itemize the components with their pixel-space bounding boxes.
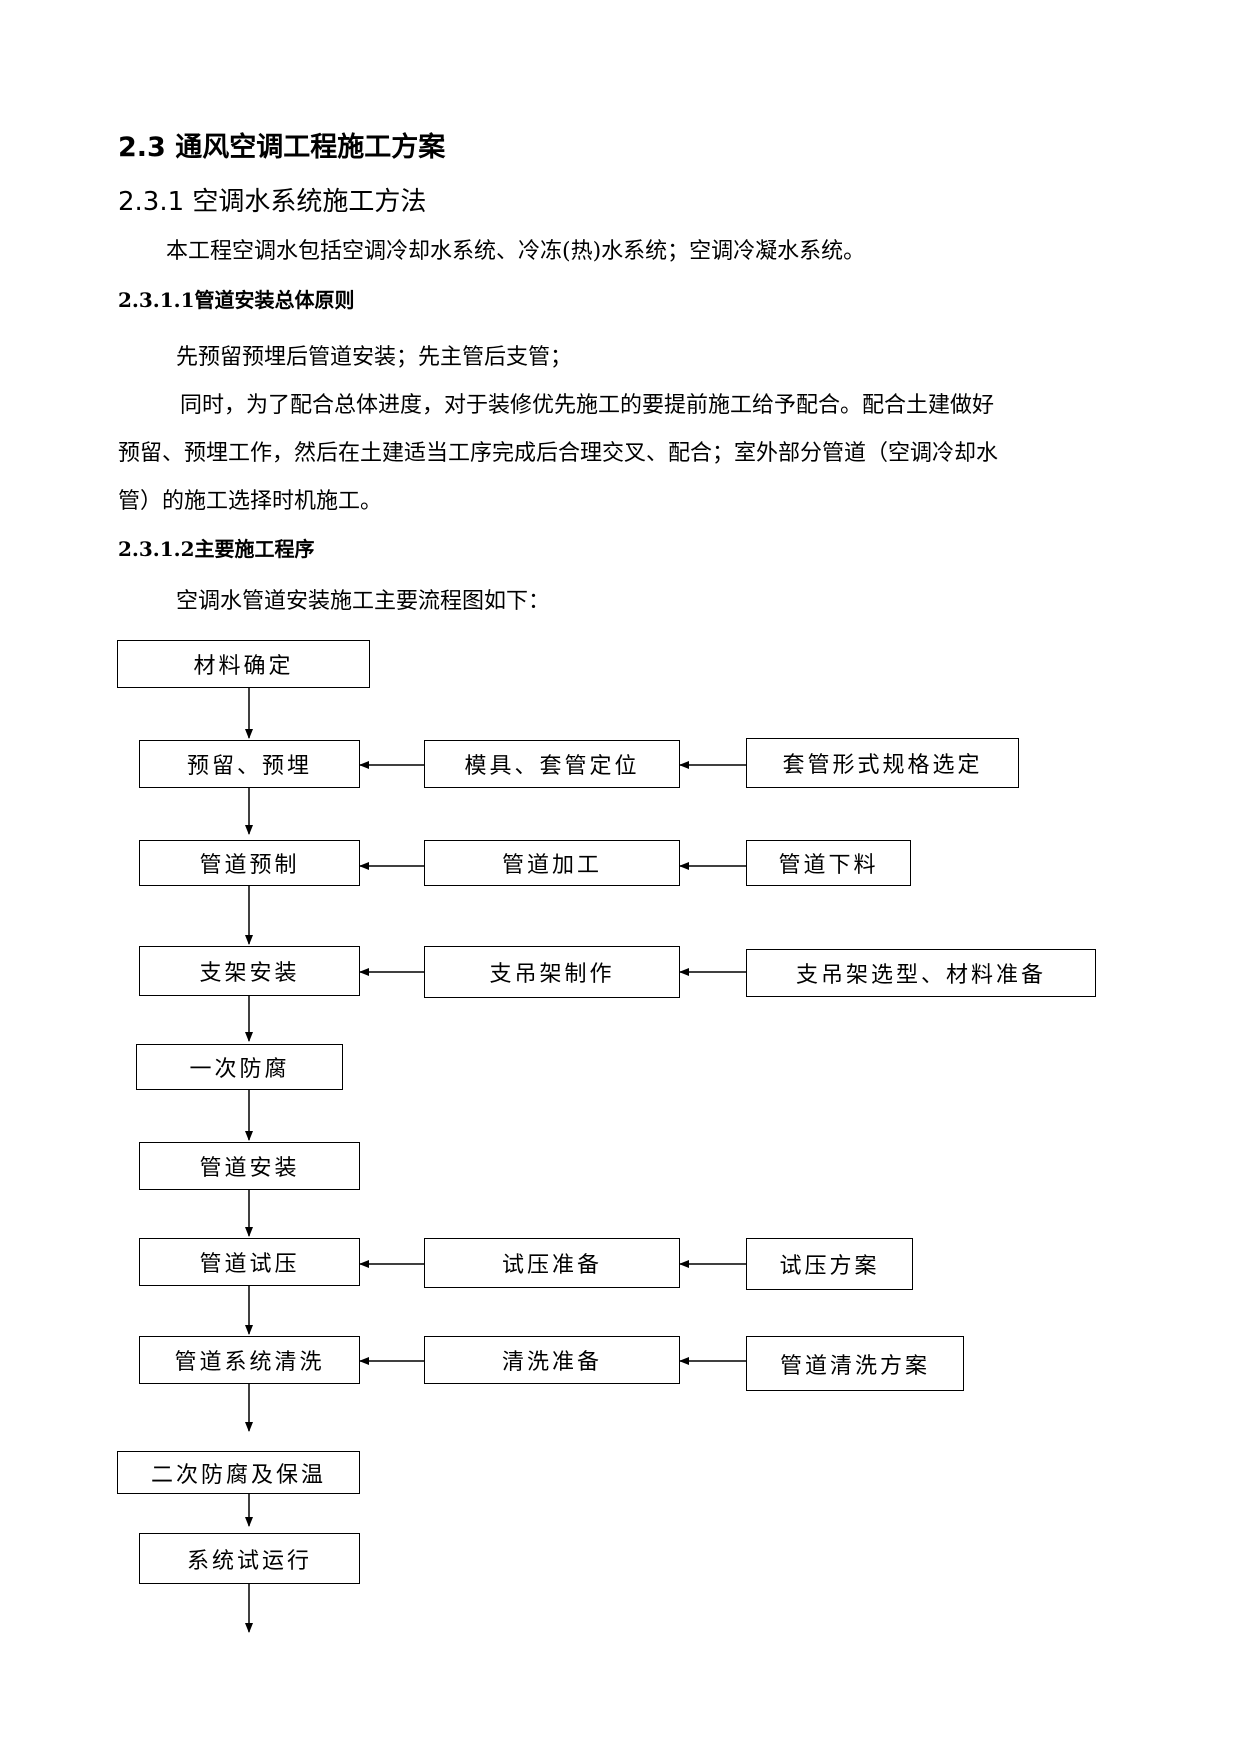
- subsection-heading-2-3-1-2: 2.3.1.2主要施工程序: [118, 537, 315, 561]
- flow-step-cleaning-prep: 清洗准备: [424, 1336, 680, 1384]
- flow-step-support-install: 支架安装: [139, 946, 360, 996]
- subsection-heading-2-3-1: 2.3.1 空调水系统施工方法: [118, 187, 427, 217]
- flow-step-second-anticorrosion-insulation: 二次防腐及保温: [117, 1451, 360, 1494]
- flowchart-intro: 空调水管道安装施工主要流程图如下：: [176, 589, 551, 614]
- flow-step-trial-run: 系统试运行: [139, 1533, 360, 1584]
- principle-line-3: 预留、预埋工作，然后在土建适当工序完成后合理交叉、配合；室外部分管道（空调冷却水: [118, 441, 999, 466]
- principle-line-1: 先预留预埋后管道安装；先主管后支管；: [176, 345, 573, 370]
- section-heading-2-3: 2.3 通风空调工程施工方案: [118, 132, 446, 163]
- flow-step-hanger-selection-materials: 支吊架选型、材料准备: [746, 949, 1096, 997]
- flow-step-pressure-test: 管道试压: [139, 1238, 360, 1286]
- flow-step-pipe-prefab: 管道预制: [139, 840, 360, 886]
- flow-step-pressure-test-prep: 试压准备: [424, 1238, 680, 1288]
- principle-line-2: 同时，为了配合总体进度，对于装修优先施工的要提前施工给予配合。配合土建做好: [180, 393, 995, 418]
- flow-step-material-confirm: 材料确定: [117, 640, 370, 688]
- flow-step-system-cleaning: 管道系统清洗: [139, 1336, 360, 1384]
- subsection-heading-2-3-1-1: 2.3.1.1管道安装总体原则: [118, 288, 355, 312]
- flow-step-pressure-test-plan: 试压方案: [746, 1238, 913, 1290]
- flow-step-pipe-cutting: 管道下料: [746, 840, 911, 886]
- principle-line-4: 管）的施工选择时机施工。: [118, 489, 383, 514]
- flow-step-first-anticorrosion: 一次防腐: [136, 1044, 343, 1090]
- flow-step-sleeve-spec-selection: 套管形式规格选定: [746, 738, 1019, 788]
- flow-step-pipe-install: 管道安装: [139, 1142, 360, 1190]
- flow-step-pipe-cleaning-plan: 管道清洗方案: [746, 1336, 964, 1391]
- flow-step-pipe-processing: 管道加工: [424, 840, 680, 886]
- flow-step-mold-sleeve-positioning: 模具、套管定位: [424, 740, 680, 788]
- intro-paragraph: 本工程空调水包括空调冷却水系统、冷冻(热)水系统；空调冷凝水系统。: [166, 239, 866, 264]
- flow-step-hanger-fabrication: 支吊架制作: [424, 946, 680, 998]
- flow-step-embedding: 预留、预埋: [139, 740, 360, 788]
